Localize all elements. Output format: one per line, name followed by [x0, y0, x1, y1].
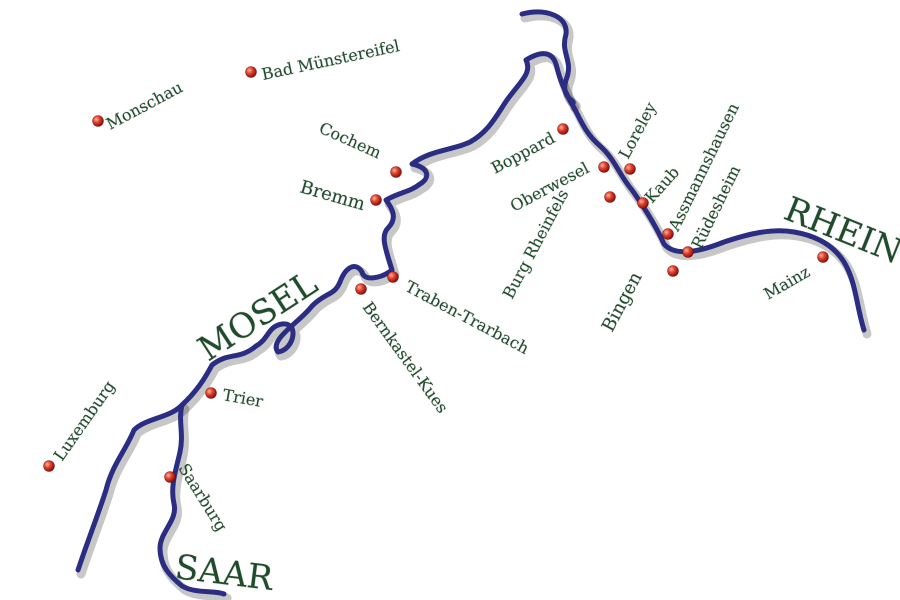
town-dot-mainz[interactable]: [817, 251, 829, 263]
town-dot-kaub[interactable]: [637, 197, 649, 209]
town-dot-saarburg[interactable]: [164, 471, 176, 483]
town-dot-traben-trarbach[interactable]: [387, 271, 399, 283]
town-label-boppard: Boppard: [488, 128, 558, 177]
saar-path: [157, 402, 227, 597]
saar-river: [157, 402, 232, 600]
town-label-bingen: Bingen: [598, 268, 647, 335]
town-dot-monschau[interactable]: [92, 115, 104, 127]
town-label-loreley: Loreley: [615, 99, 660, 162]
town-label-monschau: Monschau: [103, 77, 186, 133]
town-markers: [43, 66, 829, 483]
town-labels: Monschau Bad Münstereifel Cochem Bremm T…: [49, 36, 814, 536]
town-dot-loreley[interactable]: [624, 163, 636, 175]
town-label-saarburg: Saarburg: [175, 460, 231, 535]
town-dot-trier[interactable]: [205, 387, 217, 399]
town-dot-luxemburg[interactable]: [43, 460, 55, 472]
town-dot-assmannshausen[interactable]: [662, 228, 674, 240]
town-dot-ruedesheim[interactable]: [682, 246, 694, 258]
town-label-luxemburg: Luxemburg: [50, 377, 119, 464]
town-label-cochem: Cochem: [316, 118, 384, 162]
town-label-mainz: Mainz: [761, 262, 814, 303]
town-dot-cochem[interactable]: [390, 166, 402, 178]
town-dot-burg-rheinfels[interactable]: [604, 191, 616, 203]
town-label-trier: Trier: [221, 385, 265, 411]
town-label-bernkastel-kues: Bernkastel-Kues: [359, 298, 452, 416]
town-label-bremm: Bremm: [298, 177, 368, 216]
town-label-bad-muenstereifel: Bad Münstereifel: [260, 36, 401, 84]
town-dot-bingen[interactable]: [667, 265, 679, 277]
town-dot-boppard[interactable]: [557, 123, 569, 135]
rhein-river: [519, 9, 872, 339]
town-dot-bad-muenstereifel[interactable]: [245, 66, 257, 78]
town-dot-bremm[interactable]: [370, 194, 382, 206]
town-dot-oberwesel[interactable]: [598, 161, 610, 173]
rhein-path: [519, 9, 867, 333]
town-dot-bernkastel-kues[interactable]: [355, 283, 367, 295]
